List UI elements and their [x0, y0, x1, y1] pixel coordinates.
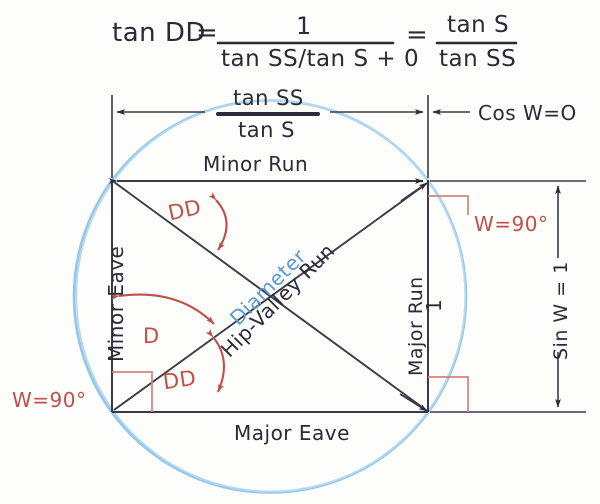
arc-dd-upper	[208, 192, 228, 251]
label-minor-eave: Minor Eave	[104, 245, 128, 362]
sinw-dimension	[430, 180, 586, 413]
top-dim-denominator: tan S	[238, 118, 295, 142]
formula-mid-numerator: 1	[296, 12, 312, 40]
top-dimension	[111, 95, 429, 178]
label-minor-run: Minor Run	[203, 152, 309, 176]
circumscribed-circle	[72, 99, 468, 494]
formula-equals-1: =	[196, 18, 219, 48]
formula-lhs: tan DD	[112, 18, 206, 48]
formula-mid-denominator: tan SS/tan S + 0	[221, 46, 420, 72]
cos-w-label: Cos W=O	[478, 101, 577, 125]
right-angle-top-right	[428, 195, 469, 215]
label-major-run: Major Run	[405, 276, 427, 376]
arc-dd-lower	[205, 328, 225, 393]
label-major-eave: Major Eave	[234, 421, 350, 445]
label-sin-w: Sin W = 1	[550, 261, 572, 360]
label-w-left: W=90°	[12, 388, 87, 412]
angle-arcs	[110, 192, 228, 393]
label-angle-d: D	[143, 324, 160, 348]
formula-rhs-numerator: tan S	[447, 12, 510, 38]
right-angle-marks	[112, 195, 469, 412]
label-angle-dd-lower: DD	[161, 365, 198, 395]
diagonal-arrow-tr	[400, 182, 428, 202]
top-dim-numerator: tan SS	[233, 86, 304, 110]
arc-d	[110, 293, 215, 325]
formula-rhs-denominator: tan SS	[439, 46, 517, 72]
right-angle-bottom-left	[112, 371, 153, 412]
label-w-right: W=90°	[474, 212, 549, 236]
diagonal-hip-valley-run	[113, 183, 427, 411]
right-angle-bottom-right	[428, 376, 469, 412]
label-unit-one: 1	[422, 298, 446, 312]
diagonal-arrow-br	[399, 393, 428, 412]
formula-equals-2: =	[406, 20, 429, 50]
